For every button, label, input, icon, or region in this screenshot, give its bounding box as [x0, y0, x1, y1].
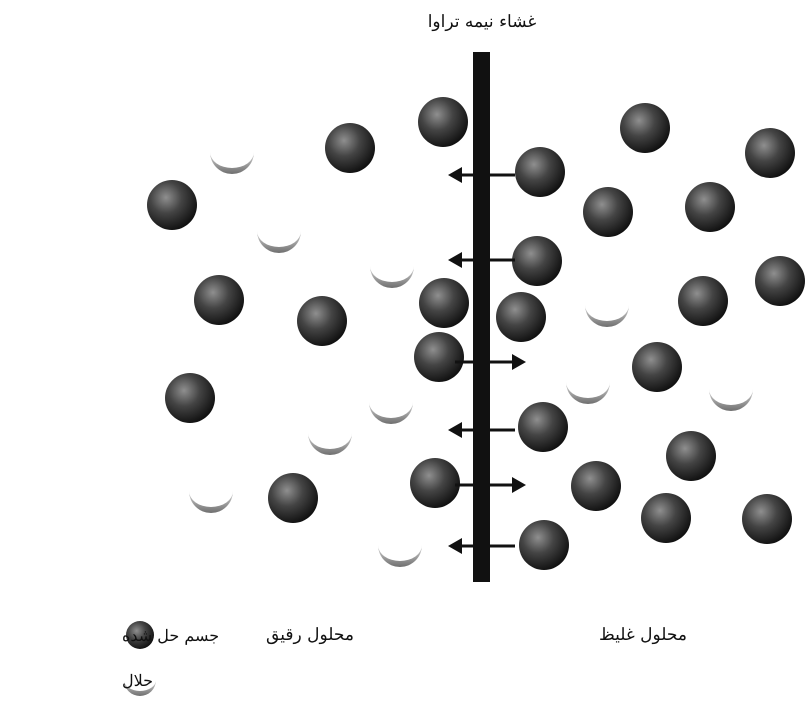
solute-particle — [297, 296, 347, 346]
solute-particle — [410, 458, 460, 508]
solute-particle — [519, 520, 569, 570]
solute-particle — [632, 342, 682, 392]
solute-particle — [325, 123, 375, 173]
membrane-title: غشاء نیمه تراوا — [428, 12, 537, 32]
solute-particle — [583, 187, 633, 237]
solvent-particle — [369, 402, 413, 424]
flow-arrow — [455, 477, 526, 493]
solute-particle — [419, 278, 469, 328]
semipermeable-membrane — [473, 52, 490, 582]
solvent-particle — [378, 545, 422, 567]
solvent-particle — [189, 491, 233, 513]
solute-particle — [641, 493, 691, 543]
solute-particle — [165, 373, 215, 423]
solute-particle — [745, 128, 795, 178]
flow-arrow — [455, 354, 526, 370]
solute-particle — [496, 292, 546, 342]
concentrated-solution-label: محلول غلیظ — [599, 625, 687, 645]
solute-particle — [418, 97, 468, 147]
solute-particle — [512, 236, 562, 286]
legend: جسم حل شده حلال — [122, 621, 219, 696]
solvent-particle — [257, 231, 301, 253]
solute-particle — [414, 332, 464, 382]
solute-particle — [571, 461, 621, 511]
solute-particle — [742, 494, 792, 544]
solvent-particle — [210, 152, 254, 174]
solvent-particle — [308, 433, 352, 455]
legend-solute-label: جسم حل شده — [122, 626, 219, 645]
solute-particle — [518, 402, 568, 452]
legend-solvent-label: حلال — [122, 671, 153, 690]
solute-particle — [678, 276, 728, 326]
solvent-particle — [585, 305, 629, 327]
solvent-particle — [709, 389, 753, 411]
dilute-solution-label: محلول رقیق — [266, 625, 354, 645]
solvent-particle — [370, 266, 414, 288]
solvent-particle — [566, 382, 610, 404]
solute-particle — [755, 256, 805, 306]
solute-particle — [194, 275, 244, 325]
solute-particle — [685, 182, 735, 232]
solute-particle — [268, 473, 318, 523]
solute-particle — [515, 147, 565, 197]
solute-particle — [666, 431, 716, 481]
solute-particle — [147, 180, 197, 230]
solute-particle — [620, 103, 670, 153]
